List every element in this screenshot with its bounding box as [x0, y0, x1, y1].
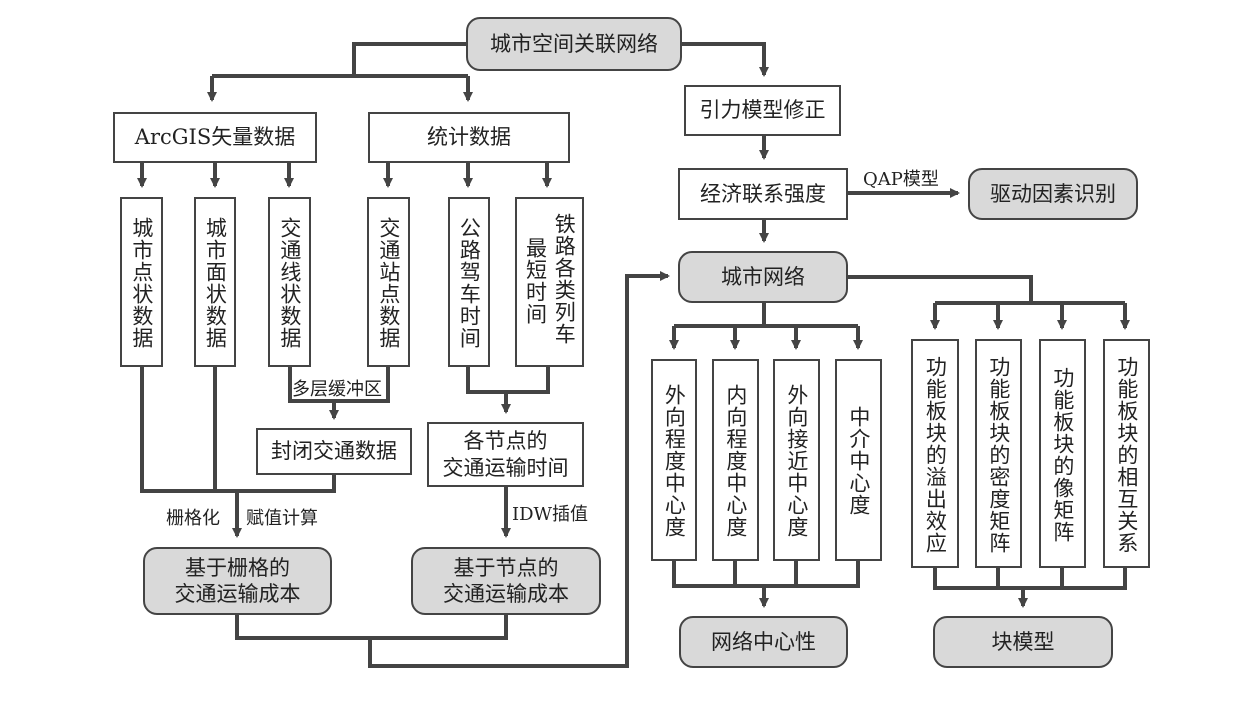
edge-centrality-merge	[672, 560, 860, 588]
node-node-cost: 基于节点的 交通运输成本	[411, 547, 601, 615]
node-relation: 功能板块的相互关系	[1103, 339, 1150, 568]
node-arcgis-label: ArcGIS矢量数据	[134, 125, 296, 150]
node-spill-label: 功能板块的溢出效应	[923, 355, 948, 554]
edge-root-branch	[352, 42, 468, 76]
node-city-area-label: 城市面状数据	[203, 217, 228, 349]
node-driver-label: 驱动因素识别	[990, 181, 1116, 206]
node-rail: 铁路各类列车 最短时间	[515, 197, 584, 367]
node-in-degree-label: 内向程度中心度	[723, 384, 748, 538]
node-image: 功能板块的像矩阵	[1039, 339, 1086, 568]
node-node-time-label: 各节点的 交通运输时间	[442, 429, 569, 480]
node-grid-cost: 基于栅格的 交通运输成本	[143, 547, 332, 615]
node-econ: 经济联系强度	[678, 168, 848, 220]
node-in-degree: 内向程度中心度	[712, 359, 759, 561]
node-driver: 驱动因素识别	[968, 168, 1138, 220]
node-between: 中介中心度	[835, 359, 882, 561]
edge-block-merge	[933, 567, 1127, 590]
node-city-net-label: 城市网络	[721, 264, 805, 289]
node-spill: 功能板块的溢出效应	[911, 339, 959, 568]
edge-cost-to-net	[368, 271, 670, 668]
node-closed-traffic: 封闭交通数据	[256, 428, 412, 475]
node-city-point: 城市点状数据	[120, 197, 163, 367]
node-out-degree: 外向程度中心度	[651, 359, 697, 561]
node-out-degree-label: 外向程度中心度	[662, 384, 687, 538]
edge-time-merge	[466, 366, 550, 394]
node-image-label: 功能板块的像矩阵	[1050, 366, 1075, 543]
node-traffic-station-label: 交通站点数据	[376, 217, 401, 349]
edge-root-gravity	[681, 42, 769, 77]
node-city-point-label: 城市点状数据	[129, 217, 154, 349]
node-stats-label: 统计数据	[427, 125, 511, 150]
node-arcgis: ArcGIS矢量数据	[113, 112, 317, 163]
node-node-cost-label: 基于节点的 交通运输成本	[443, 555, 569, 606]
edge-label-assign: 赋值计算	[246, 508, 318, 529]
node-gravity: 引力模型修正	[684, 85, 841, 136]
edge-net-blocks	[847, 275, 1033, 303]
node-centrality: 网络中心性	[679, 616, 848, 668]
edge-buffer	[288, 366, 390, 403]
node-rail-label-1: 铁路各类列车	[552, 213, 577, 345]
node-rail-label-2: 最短时间	[523, 237, 548, 325]
node-block: 块模型	[933, 616, 1113, 668]
node-out-close: 外向接近中心度	[773, 359, 820, 561]
edge-net-measures	[674, 302, 858, 328]
node-gravity-label: 引力模型修正	[699, 98, 826, 123]
node-stats: 统计数据	[368, 112, 570, 163]
node-centrality-label: 网络中心性	[711, 629, 816, 654]
node-relation-label: 功能板块的相互关系	[1114, 355, 1139, 554]
edge-label-rasterize: 栅格化	[166, 508, 220, 529]
node-out-close-label: 外向接近中心度	[784, 384, 809, 538]
node-city-net: 城市网络	[678, 251, 848, 303]
node-traffic-line-label: 交通线状数据	[277, 217, 302, 349]
node-node-time: 各节点的 交通运输时间	[427, 422, 584, 487]
edge-label-qap: QAP模型	[863, 169, 939, 190]
node-road-drive: 公路驾车时间	[448, 197, 490, 367]
node-closed-traffic-label: 封闭交通数据	[271, 439, 397, 464]
node-between-label: 中介中心度	[846, 406, 871, 516]
node-root: 城市空间关联网络	[466, 17, 682, 71]
node-root-label: 城市空间关联网络	[490, 31, 658, 56]
edge-cost-merge	[235, 614, 508, 640]
node-econ-label: 经济联系强度	[700, 181, 826, 206]
node-traffic-station: 交通站点数据	[367, 197, 410, 367]
edge-to-arcgis	[212, 74, 468, 100]
node-traffic-line: 交通线状数据	[268, 197, 311, 367]
node-road-drive-label: 公路驾车时间	[457, 217, 482, 349]
node-city-area: 城市面状数据	[194, 197, 236, 367]
node-density: 功能板块的密度矩阵	[975, 339, 1022, 568]
node-block-label: 块模型	[991, 629, 1055, 654]
node-grid-cost-label: 基于栅格的 交通运输成本	[174, 555, 301, 606]
edge-label-idw: IDW插值	[512, 504, 589, 525]
node-density-label: 功能板块的密度矩阵	[986, 355, 1011, 554]
edge-label-buffer: 多层缓冲区	[292, 379, 382, 400]
